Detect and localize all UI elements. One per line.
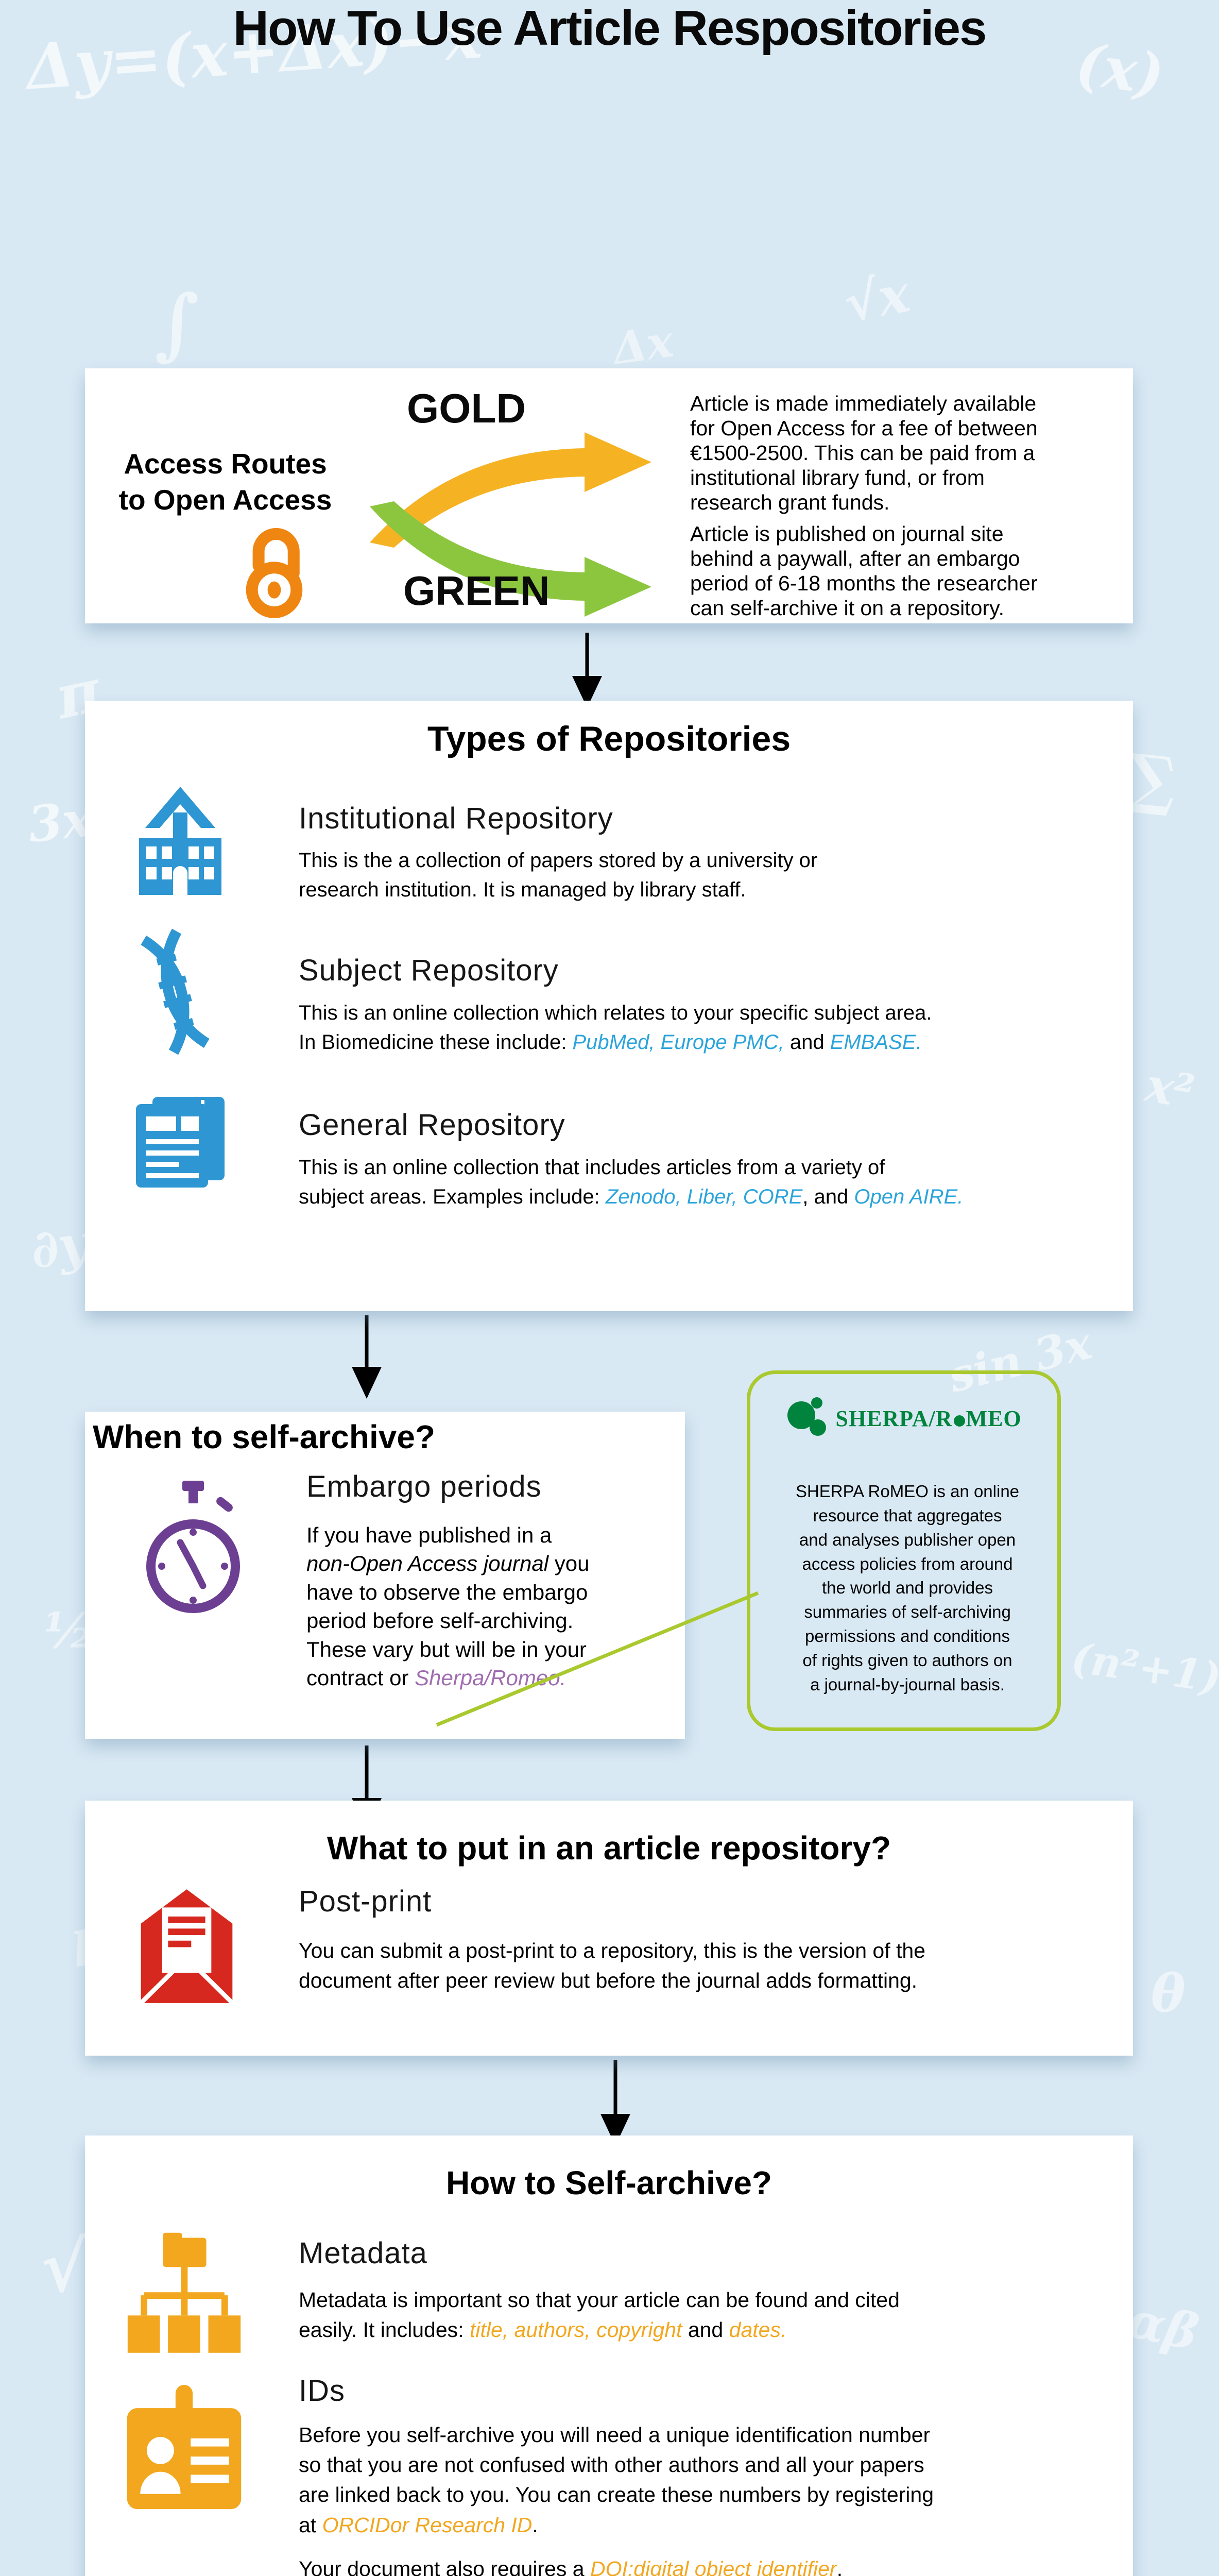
dna-icon <box>141 928 210 1055</box>
envelope-icon <box>139 1889 234 2005</box>
ids-body-2: Your document also requires a DOI:digita… <box>299 2554 1112 2576</box>
metadata-heading: Metadata <box>299 2236 427 2270</box>
text-segment: . <box>532 2513 538 2537</box>
text-segment: and <box>784 1030 830 1054</box>
math-doodle: ∫ <box>154 278 199 369</box>
green-route-description: Article is published on journal site beh… <box>690 522 1038 620</box>
types-of-repositories-card: Types of Repositories Institutional Repo… <box>85 701 1133 1311</box>
repository-item-heading: General Repository <box>299 1108 565 1142</box>
newspaper-icon <box>136 1097 225 1188</box>
ids-heading: IDs <box>299 2374 345 2408</box>
repository-item-body: This is an online collection which relat… <box>299 998 1102 1057</box>
sherpa-logo-text-right: MEO <box>966 1405 1022 1431</box>
flow-arrow-down-2 <box>352 1315 382 1400</box>
link-text[interactable]: title, authors, copyright <box>469 2318 682 2342</box>
link-text[interactable]: dates. <box>729 2318 787 2342</box>
math-doodle: θ <box>1151 1963 1186 2024</box>
sherpa-logo-blob-icon <box>787 1397 827 1436</box>
how-to-self-archive-card: How to Self-archive? Metadata Metadata i… <box>85 2136 1133 2576</box>
math-doodle: √x <box>839 263 914 334</box>
link-text[interactable]: Sherpa/Romeo. <box>415 1666 566 1690</box>
math-doodle: αβ <box>1122 2291 1204 2362</box>
sherpa-romeo-logo: SHERPA/R MEO <box>750 1395 1057 1442</box>
gold-arrow-icon <box>370 432 651 548</box>
metadata-body: Metadata is important so that your artic… <box>299 2285 1112 2345</box>
math-doodle: √ <box>41 2226 87 2308</box>
math-doodle: 3x <box>25 790 95 854</box>
math-doodle: (n²+1) <box>1068 1633 1219 1702</box>
flow-arrow-down-1 <box>572 633 602 708</box>
embargo-body: If you have published in a non-Open Acce… <box>306 1521 677 1692</box>
green-arrow-icon <box>370 501 651 617</box>
access-routes-card: GOLD Access Routes to Open Access GREEN … <box>85 368 1133 623</box>
link-text[interactable]: Zenodo, Liber, CORE <box>605 1185 803 1208</box>
id-card-icon <box>127 2385 242 2510</box>
text-segment: Your document also requires a <box>299 2557 590 2576</box>
link-text[interactable]: PubMed, Europe PMC, <box>572 1030 784 1054</box>
link-text[interactable]: Open AIRE. <box>854 1185 964 1208</box>
emphasis-text: non-Open Access journal <box>306 1551 549 1576</box>
text-segment: This is the a collection of papers store… <box>299 849 818 901</box>
text-segment: , and <box>802 1185 854 1208</box>
callout-connector-line <box>436 1591 759 1727</box>
math-doodle: ∂y <box>27 1212 93 1281</box>
green-route-label: GREEN <box>403 568 550 614</box>
text-segment: you have to observe the embargo period b… <box>306 1551 590 1690</box>
sherpa-romeo-callout: SHERPA/R MEO SHERPA RoMEO is an online r… <box>747 1370 1061 1731</box>
link-text[interactable]: ORCIDor Research ID <box>322 2513 533 2537</box>
text-segment: If you have published in a <box>306 1523 552 1547</box>
sherpa-logo-text-left: SHERPA/R <box>835 1405 953 1431</box>
page-title: How To Use Article Respositories <box>233 1 987 56</box>
math-doodle: Δx <box>609 315 677 375</box>
flow-arrow-down-4 <box>600 2060 630 2146</box>
post-print-body: You can submit a post-print to a reposit… <box>299 1939 925 1993</box>
repository-item-body: This is an online collection that includ… <box>299 1153 1102 1212</box>
when-section-title: When to self-archive? <box>93 1418 435 1455</box>
sherpa-callout-body: SHERPA RoMEO is an online resource that … <box>795 1482 1020 1694</box>
gold-route-label: GOLD <box>407 385 526 431</box>
sherpa-logo-dot-icon <box>953 1415 965 1427</box>
repository-item-heading: Subject Repository <box>299 954 559 987</box>
what-to-put-card: What to put in an article repository? Po… <box>85 1801 1133 2056</box>
repository-item-heading: Institutional Repository <box>299 802 613 835</box>
text-segment: Before you self-archive you will need a … <box>299 2423 934 2537</box>
building-icon <box>139 787 221 895</box>
what-section-title: What to put in an article repository? <box>327 1829 891 1867</box>
repository-item-body: This is the a collection of papers store… <box>299 846 1102 905</box>
how-section-title: How to Self-archive? <box>446 2164 772 2201</box>
text-segment: Metadata is important so that your artic… <box>299 2288 900 2342</box>
open-access-icon <box>246 528 303 618</box>
text-segment: This is an online collection that includ… <box>299 1156 885 1208</box>
when-to-self-archive-card: When to self-archive? Embargo periods If… <box>85 1412 685 1739</box>
post-print-heading: Post-print <box>299 1885 432 1918</box>
types-section-title: Types of Repositories <box>427 719 791 758</box>
text-segment: and <box>682 2318 729 2342</box>
embargo-heading: Embargo periods <box>306 1470 542 1503</box>
link-text[interactable]: EMBASE. <box>830 1030 922 1054</box>
access-routes-label: Access Routes to Open Access <box>118 448 332 516</box>
text-segment: , this will allow easier citation and pr… <box>836 2557 843 2576</box>
ids-body-1: Before you self-archive you will need a … <box>299 2420 1112 2540</box>
gold-route-description: Article is made immediately available fo… <box>690 392 1038 514</box>
text-segment: This is an online collection which relat… <box>299 1002 932 1054</box>
stopwatch-icon <box>146 1481 240 1613</box>
sitemap-icon <box>127 2232 241 2353</box>
math-doodle: x² <box>1141 1057 1198 1120</box>
link-text[interactable]: DOI:digital object identifier <box>590 2557 837 2576</box>
